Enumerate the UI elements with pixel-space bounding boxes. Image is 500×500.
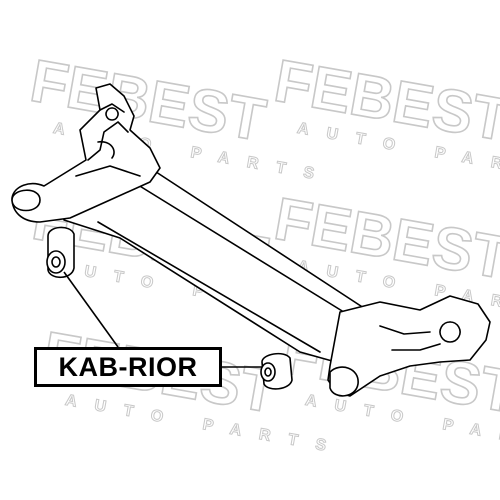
right-arm-eye <box>329 366 359 397</box>
leader-line-left <box>63 271 119 348</box>
left-trailing-arm <box>11 83 161 223</box>
leader-lines <box>63 271 262 368</box>
rear-axle-beam <box>11 83 491 397</box>
right-bushing <box>260 352 293 390</box>
right-arm-detail <box>379 321 461 351</box>
left-arm-eye <box>11 189 41 212</box>
beam-lower-edge <box>97 221 321 353</box>
left-arm-detail <box>75 103 141 177</box>
left-arm-bolt-hole <box>105 107 119 121</box>
part-number-label: KAB-RIOR <box>34 347 222 387</box>
left-bushing <box>46 226 75 279</box>
beam-upper-edge <box>129 179 361 323</box>
